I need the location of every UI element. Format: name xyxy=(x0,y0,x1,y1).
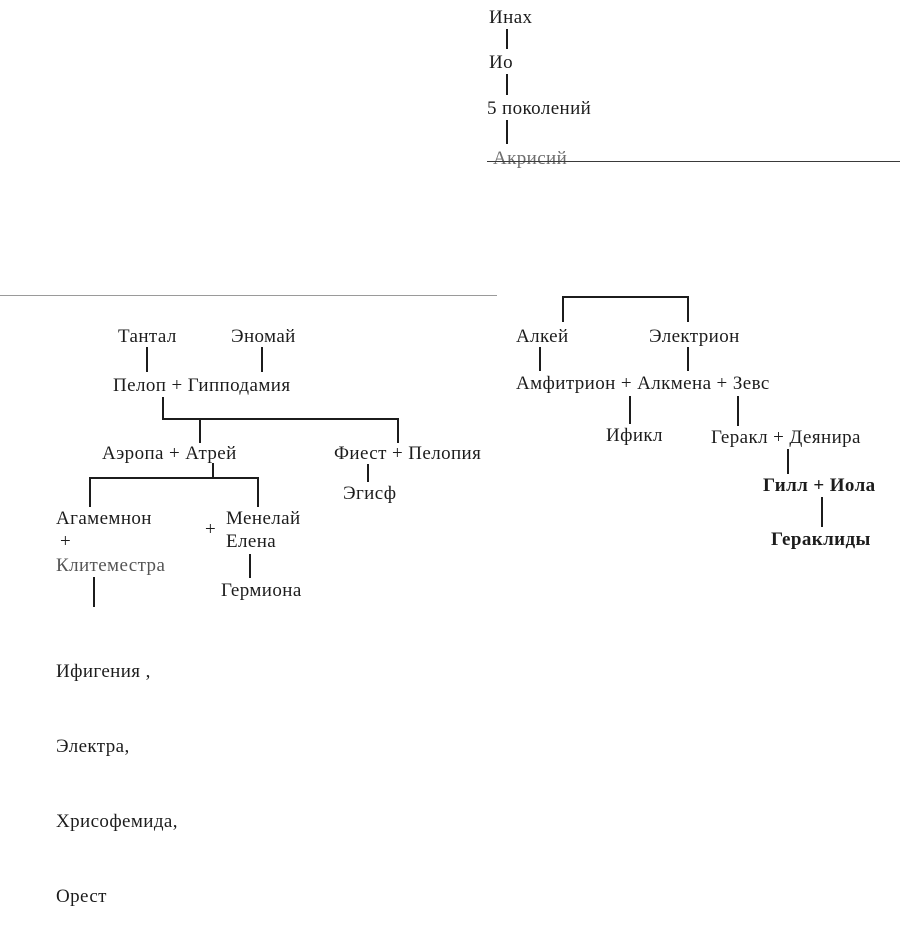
connector-perseid-bracket xyxy=(562,296,689,298)
label-five-generations: 5 поколений xyxy=(487,98,592,119)
connector-pelops-branch xyxy=(162,418,399,420)
connector-alcaeus-amphitryon xyxy=(539,347,541,371)
label-agamemnon: Агамемнон xyxy=(56,508,152,529)
label-heracles-deianira: Геракл + Деянира xyxy=(711,427,861,448)
label-oenomaus: Эномай xyxy=(231,326,296,347)
label-orestes: Орест xyxy=(56,886,107,907)
label-electryon: Электрион xyxy=(649,326,740,347)
connector-drop-alcaeus xyxy=(562,296,564,322)
label-aegisthus: Эгисф xyxy=(343,483,397,504)
connector-heracles-hyllus xyxy=(787,449,789,474)
label-plus-menelaus: + xyxy=(205,519,217,540)
connector-tantalus-pelops xyxy=(146,347,148,372)
label-thyestes-pelopia: Фиест + Пелопия xyxy=(334,443,482,464)
connector-drop-atreus xyxy=(199,418,201,443)
connector-to-heracles xyxy=(737,396,739,426)
connector-atreus-branch xyxy=(89,477,259,479)
label-io: Ио xyxy=(489,52,514,73)
connector-oenomaus-hippodamia xyxy=(261,347,263,372)
label-tantalus: Тантал xyxy=(118,326,177,347)
connector-hyllus-heraclids xyxy=(821,497,823,527)
connector-drop-menelaus xyxy=(257,477,259,507)
label-heraclids: Гераклиды xyxy=(771,529,871,550)
label-alcaeus: Алкей xyxy=(516,326,569,347)
connector-thyestes-aegisthus xyxy=(367,464,369,482)
label-acrisius: Акрисий xyxy=(493,148,568,169)
label-chrysothemis: Хрисофемида, xyxy=(56,811,178,832)
label-inachus: Инах xyxy=(489,7,533,28)
connector-atreus-down xyxy=(212,463,214,478)
connector-drop-thyestes xyxy=(397,418,399,443)
label-menelaus: Менелай xyxy=(226,508,301,529)
label-iphigenia: Ифигения , xyxy=(56,661,151,682)
label-hermione: Гермиона xyxy=(221,580,302,601)
label-iphicles: Ификл xyxy=(606,425,663,446)
agamemnon-children-list: Ифигения , Электра, Хрисофемида, Орест xyxy=(56,609,178,934)
label-plus-agamemnon: + xyxy=(60,531,72,552)
connector-drop-electryon xyxy=(687,296,689,322)
connector-electryon-alcmene xyxy=(687,347,689,371)
page-cut-rule-top xyxy=(487,161,900,162)
label-electra: Электра, xyxy=(56,736,130,757)
connector-to-iphicles xyxy=(629,396,631,424)
label-clytemnestra: Клитеместра xyxy=(56,555,166,576)
label-aerope-atreus: Аэропа + Атрей xyxy=(102,443,237,464)
label-hyllus-iole: Гилл + Иола xyxy=(763,475,876,496)
connector-pelops-down xyxy=(162,397,164,419)
page-cut-rule-left xyxy=(0,295,497,296)
label-amphitryon-alcmene-zeus: Амфитрион + Алкмена + Зевс xyxy=(516,373,770,394)
connector-clytemnestra-children xyxy=(93,577,95,607)
scanned-genealogy-page: { "document": { "background": "#ffffff",… xyxy=(0,7,900,907)
label-helen: Елена xyxy=(226,531,277,552)
connector-inachus-io xyxy=(506,29,508,49)
connector-io-generations xyxy=(506,74,508,95)
connector-helen-hermione xyxy=(249,554,251,578)
connector-drop-agamemnon xyxy=(89,477,91,507)
connector-generations-acrisius xyxy=(506,120,508,144)
label-pelops-hippodamia: Пелоп + Гипподамия xyxy=(113,375,291,396)
